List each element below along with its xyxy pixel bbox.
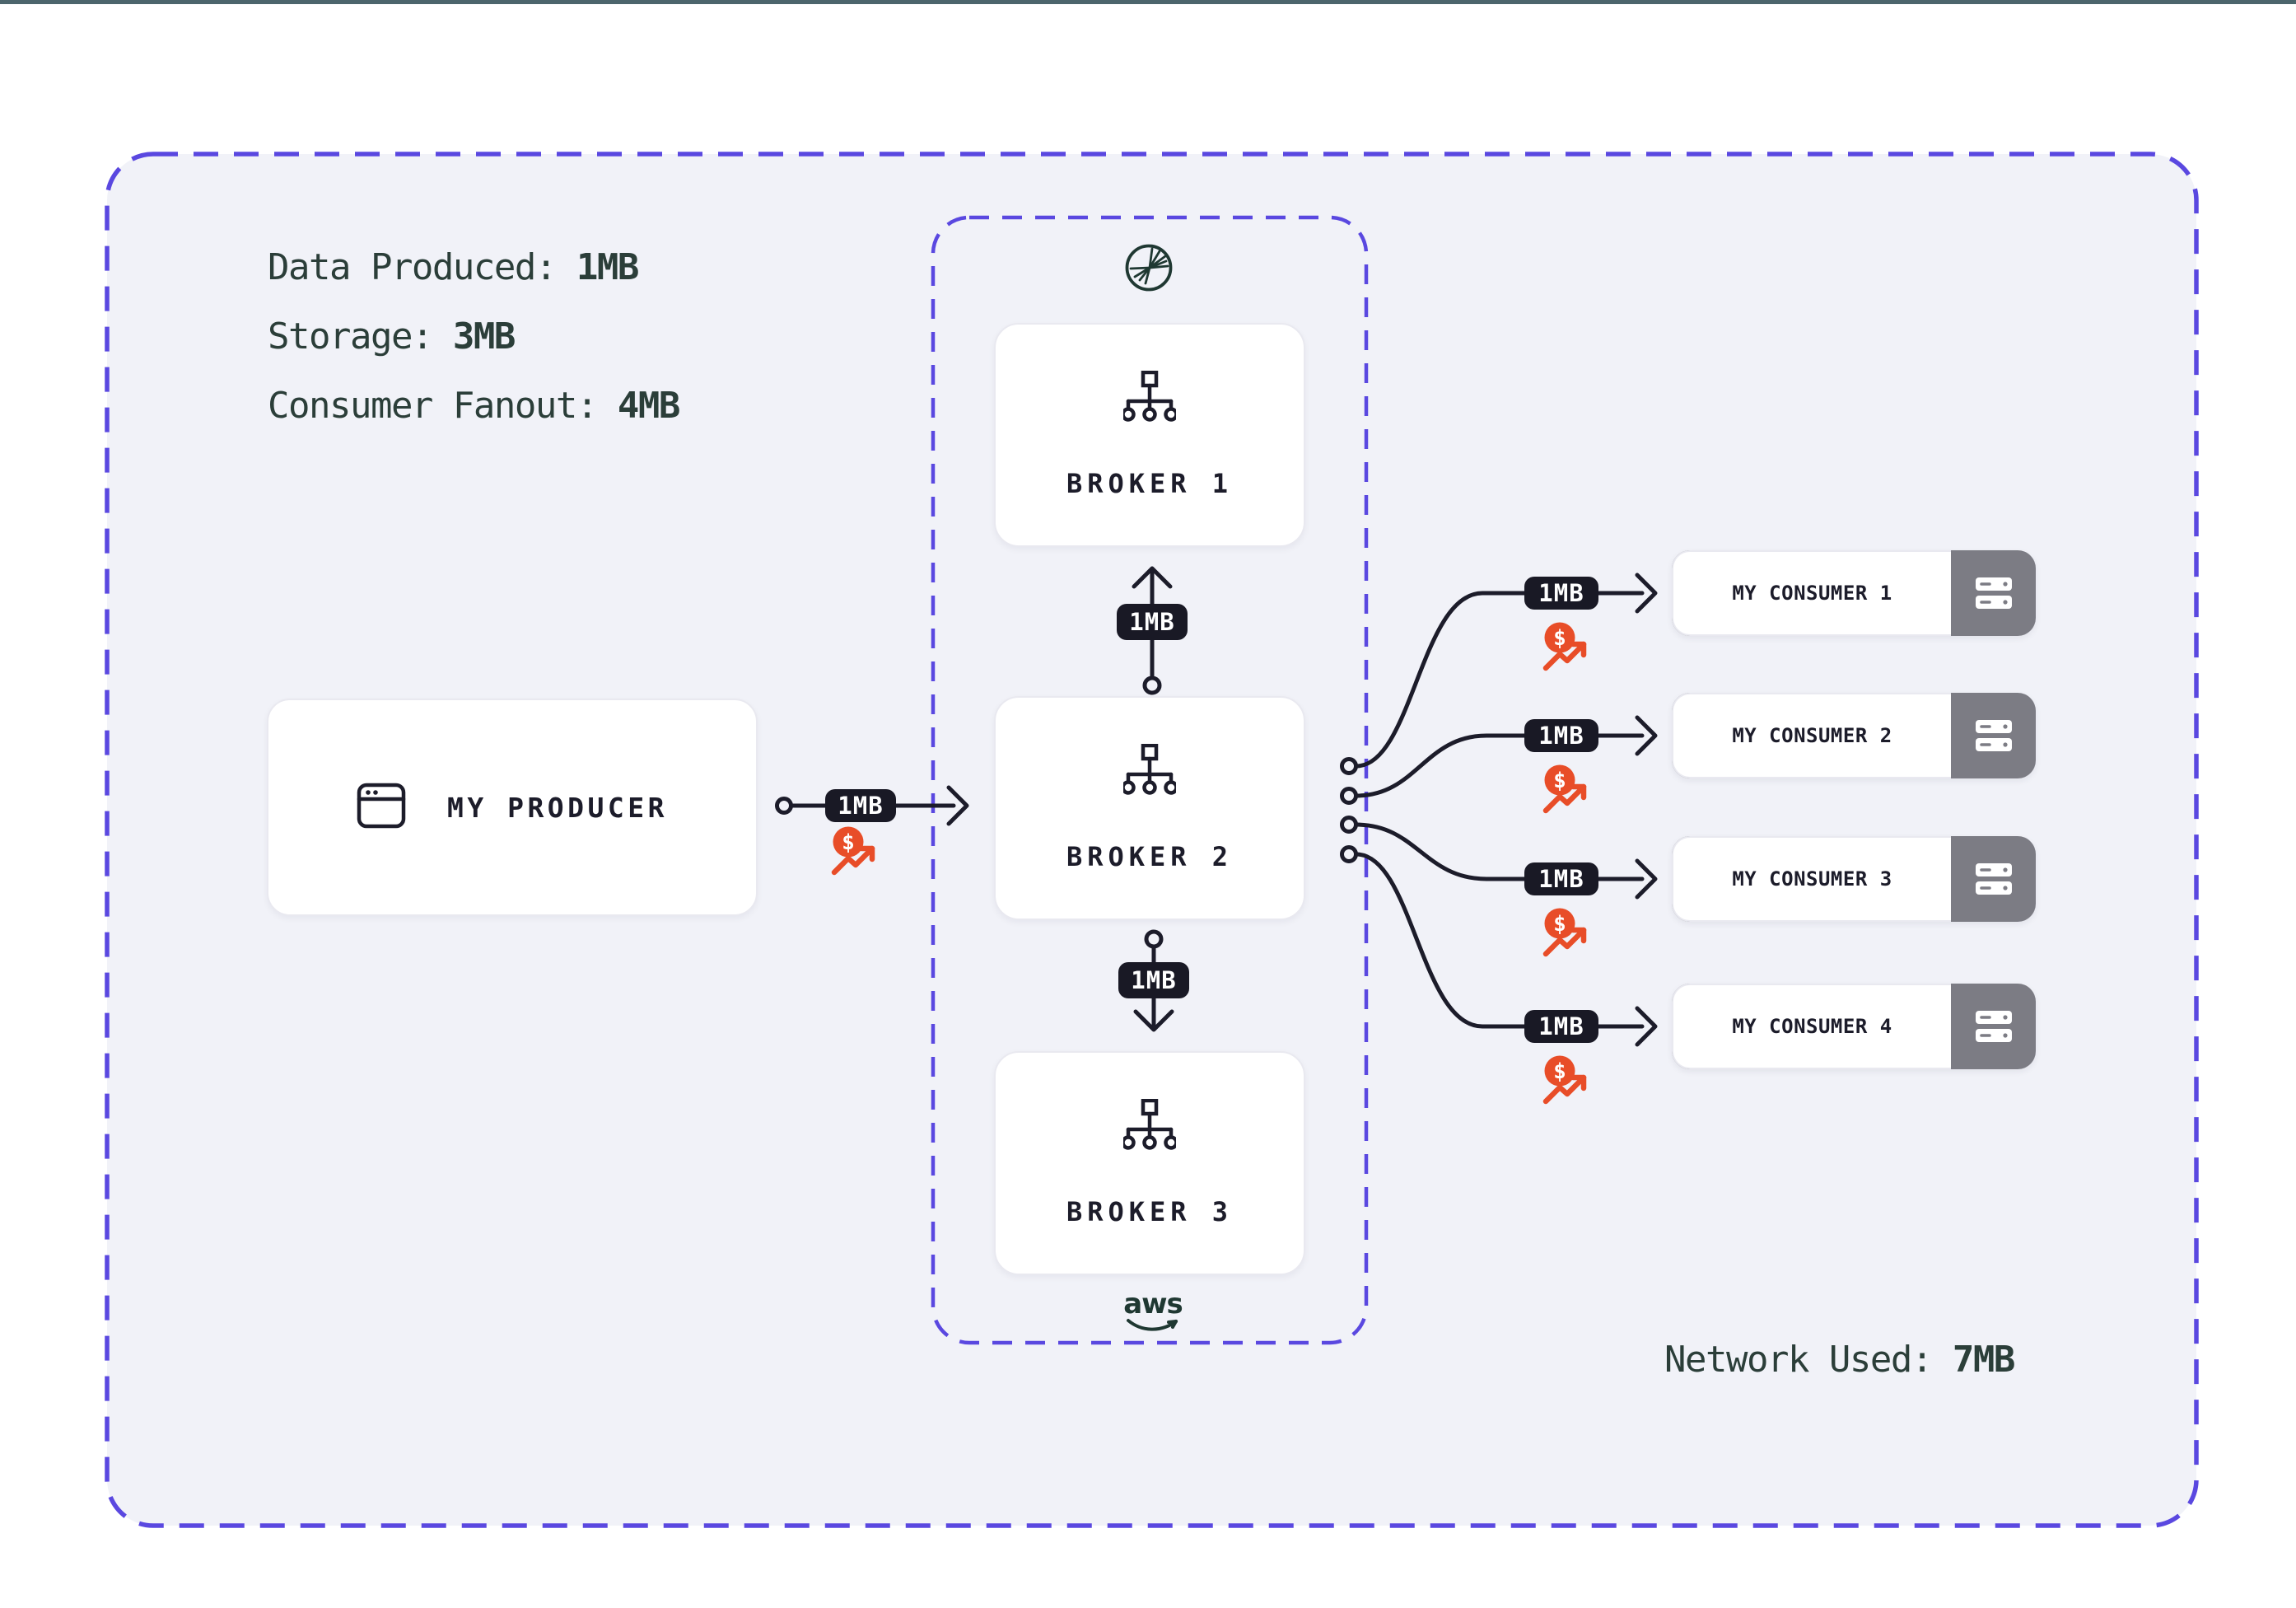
- server-icon: [1951, 550, 2036, 636]
- stat-label: Data Produced:: [268, 246, 576, 288]
- producer-port-dot: [775, 797, 793, 815]
- fanout-curve-2: [1354, 733, 1528, 798]
- fanout-transfer-pill-1: 1MB: [1524, 577, 1598, 610]
- arrowhead-right-icon: [946, 785, 969, 826]
- consumer-label: MY CONSUMER 1: [1732, 582, 1892, 605]
- producer-label: MY PRODUCER: [446, 791, 669, 824]
- broker-label: BROKER 1: [1066, 468, 1234, 499]
- svg-text:$: $: [1553, 1059, 1566, 1084]
- dollar-trend-icon: $: [1542, 621, 1594, 675]
- stat-consumer-fanout: Consumer Fanout: 4MB: [268, 372, 680, 441]
- topic-hierarchy-icon: [1121, 1098, 1178, 1153]
- svg-text:$: $: [842, 830, 855, 855]
- top-accent-bar: [0, 0, 2296, 4]
- network-used-stat: Network Used: 7MB: [1664, 1339, 2015, 1381]
- broker-label: BROKER 3: [1066, 1196, 1234, 1227]
- server-icon: [1951, 693, 2036, 778]
- topic-hierarchy-icon: [1121, 370, 1178, 425]
- broker2-top-port-dot: [1142, 675, 1162, 695]
- broker2-bottom-port-dot: [1144, 929, 1164, 949]
- cost-stats-block: Data Produced: 1MB Storage: 3MB Consumer…: [268, 233, 680, 441]
- arrowhead-up-icon: [1132, 566, 1173, 589]
- aws-logo-text: aws: [1123, 1288, 1183, 1321]
- fanout-port-dot-2: [1340, 787, 1358, 805]
- broker-label: BROKER 2: [1066, 841, 1234, 872]
- stat-value: 4MB: [617, 385, 680, 427]
- confluent-burst-icon: [1124, 243, 1174, 296]
- consumer-label: MY CONSUMER 2: [1732, 724, 1892, 747]
- replicate-up-transfer-pill: 1MB: [1117, 604, 1188, 640]
- stat-label: Storage:: [268, 316, 453, 358]
- topic-hierarchy-icon: [1121, 743, 1178, 798]
- aws-logo: aws: [1120, 1288, 1186, 1338]
- stat-label: Consumer Fanout:: [268, 385, 618, 427]
- stat-value: 1MB: [576, 246, 639, 288]
- consumer-label-panel: MY CONSUMER 4: [1672, 984, 1951, 1069]
- server-icon: [1951, 984, 2036, 1069]
- network-used-label: Network Used:: [1664, 1339, 1953, 1381]
- fanout-transfer-pill-2: 1MB: [1524, 719, 1598, 752]
- fanout-port-dot-4: [1340, 845, 1358, 863]
- fanout-transfer-pill-3: 1MB: [1524, 862, 1598, 895]
- svg-text:$: $: [1553, 769, 1566, 793]
- produce-transfer-pill: 1MB: [825, 789, 896, 822]
- network-used-value: 7MB: [1952, 1339, 2015, 1381]
- consumer-label: MY CONSUMER 4: [1732, 1015, 1892, 1038]
- consumer-4-node: MY CONSUMER 4: [1672, 984, 2036, 1069]
- server-icon: [1951, 836, 2036, 922]
- dollar-trend-icon: $: [830, 825, 883, 880]
- consumer-2-node: MY CONSUMER 2: [1672, 693, 2036, 778]
- fanout-transfer-pill-4: 1MB: [1524, 1010, 1598, 1043]
- stat-data-produced: Data Produced: 1MB: [268, 233, 679, 302]
- fanout-port-dot-1: [1340, 757, 1358, 775]
- fanout-curve-4: [1354, 852, 1528, 1029]
- broker-1-node: BROKER 1: [994, 323, 1305, 547]
- fanout-curve-3: [1354, 822, 1528, 881]
- dollar-trend-icon: $: [1542, 907, 1594, 961]
- cluster-dashed-boundary: [931, 215, 1369, 1345]
- svg-text:$: $: [1553, 912, 1566, 937]
- consumer-1-node: MY CONSUMER 1: [1672, 550, 2036, 636]
- replicate-down-transfer-pill: 1MB: [1118, 962, 1189, 998]
- stat-storage: Storage: 3MB: [268, 302, 679, 372]
- browser-window-icon: [357, 783, 406, 832]
- fanout-curve-1: [1354, 591, 1528, 769]
- consumer-label: MY CONSUMER 3: [1732, 867, 1892, 890]
- broker-3-node: BROKER 3: [994, 1051, 1305, 1275]
- dollar-trend-icon: $: [1542, 1054, 1594, 1109]
- producer-node: MY PRODUCER: [267, 699, 758, 916]
- dollar-trend-icon: $: [1542, 764, 1594, 818]
- consumer-3-node: MY CONSUMER 3: [1672, 836, 2036, 922]
- consumer-label-panel: MY CONSUMER 3: [1672, 836, 1951, 922]
- arrowhead-down-icon: [1133, 1009, 1174, 1032]
- consumer-label-panel: MY CONSUMER 1: [1672, 550, 1951, 636]
- stat-value: 3MB: [452, 316, 516, 358]
- fanout-port-dot-3: [1340, 816, 1358, 834]
- consumer-label-panel: MY CONSUMER 2: [1672, 693, 1951, 778]
- svg-text:$: $: [1553, 626, 1566, 651]
- broker-2-node: BROKER 2: [994, 696, 1305, 920]
